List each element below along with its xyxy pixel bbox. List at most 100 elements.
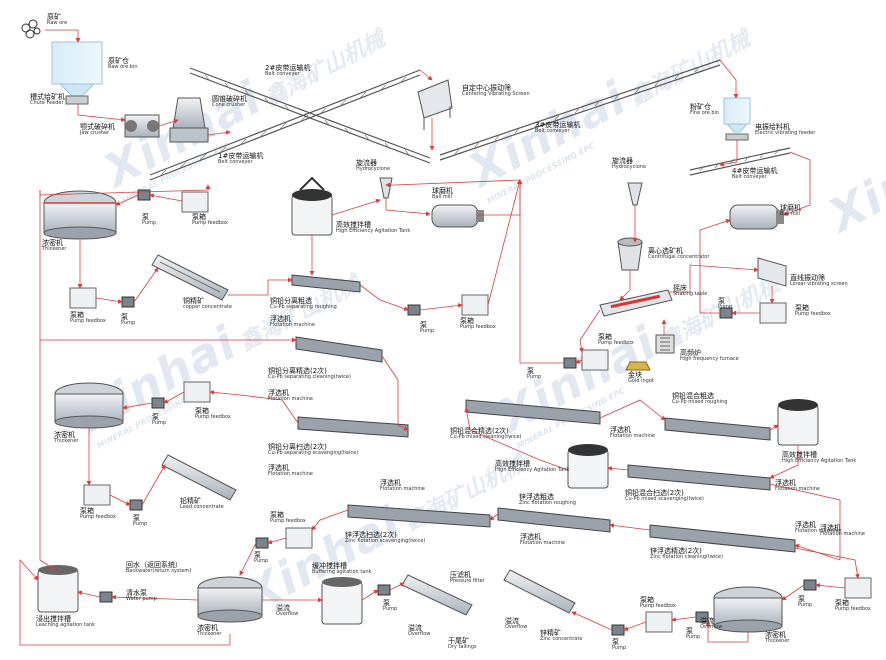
raw-ore-icon <box>21 19 41 39</box>
flotation-bank-4 <box>465 399 601 425</box>
chute-feeder <box>65 95 89 105</box>
cone-crusher <box>169 97 209 143</box>
flow-lines <box>19 29 860 646</box>
ball-mill-2 <box>729 204 784 230</box>
linear-vibrating-screen <box>757 257 787 287</box>
label-cupb-cleaning: 铜铅分离精选(2次)Cu-Pb separating cleaning(twic… <box>268 367 351 381</box>
label-cupb-scavenging: 铜铅分离扫选(2次)Cu-Pb separating scavenging(tw… <box>268 443 359 457</box>
pump-feedbox-5 <box>461 294 489 316</box>
pump-feedbox-10 <box>645 611 673 633</box>
copper-filter <box>151 254 229 301</box>
pump-icon-12 <box>611 624 625 636</box>
agitation-tank-3 <box>567 444 609 489</box>
fine-ore-bin <box>723 97 751 133</box>
agitation-tank-2 <box>777 399 819 446</box>
agitation-tank-1 <box>291 176 333 236</box>
centrifugal-concentrator <box>617 237 643 271</box>
pump-icon-11 <box>803 579 817 591</box>
raw-ore-bin <box>51 41 103 97</box>
pump-icon-6 <box>151 397 165 409</box>
label-zinc-scavenging: 锌浮选扫选(2次)Zinc flotation scavenging(twice… <box>345 531 426 545</box>
flotation-bank-6 <box>627 464 771 491</box>
belt-conveyor-1 <box>149 69 421 181</box>
lead-filter <box>161 454 237 501</box>
pump-feedbox-1 <box>181 191 209 213</box>
zinc-filter <box>503 569 576 614</box>
flotation-bank-3 <box>297 416 409 438</box>
thickener-3 <box>197 576 263 623</box>
belt-conveyor-4 <box>689 147 791 176</box>
hydrocyclone-2 <box>627 182 643 206</box>
flotation-bank-7 <box>347 504 491 528</box>
centering-vibrating-screen <box>417 79 453 130</box>
pump-icon-9 <box>99 591 113 603</box>
thickener-4 <box>713 586 783 633</box>
belt-conveyor-3 <box>439 59 721 161</box>
shaking-table <box>599 289 673 317</box>
flotation-bank-9 <box>649 524 796 553</box>
label-backwater: 回水（返回系统）Backwater(return system) <box>126 561 192 575</box>
pump-icon-4 <box>407 304 421 316</box>
label-cupb-mixed-cleaning: 铜铅混合精选(2次)Cu-Pb mixed cleaning(twice) <box>450 427 522 441</box>
pump-icon-7 <box>129 499 143 511</box>
label-cupb-mixed-scavenging: 铜铅混合扫选(2次)Cu-Pb mixed scavenging(twice) <box>625 489 704 503</box>
